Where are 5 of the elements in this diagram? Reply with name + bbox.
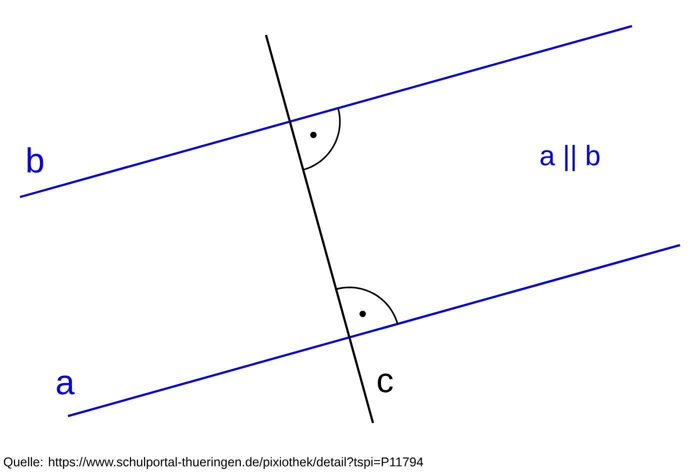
parallel-note: a || b (540, 144, 600, 172)
source-caption: Quelle: https://www.schulportal-thueringen.de/pixiothek/detail?tspi=P11794 (4, 457, 424, 469)
line-label: b (28, 147, 44, 173)
line-label: a (56, 376, 75, 394)
line-label: c (378, 374, 393, 392)
